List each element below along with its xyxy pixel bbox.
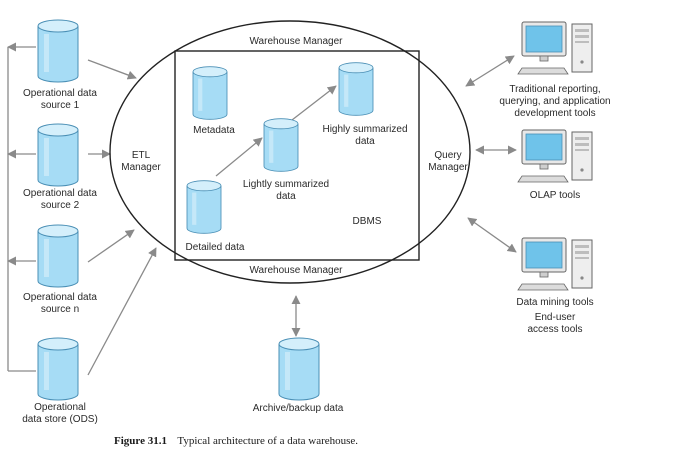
detailed-data-cylinder: [186, 180, 222, 234]
source-n-cylinder: [37, 224, 79, 288]
tool-3-label: Data mining tools: [516, 297, 593, 308]
highly-summarized-cylinder: [338, 62, 374, 116]
query-manager-label-line-1: Query: [434, 150, 461, 161]
lightly-summarized-cylinder: [263, 118, 299, 172]
ods-label-line-2: data store (ODS): [22, 414, 98, 425]
warehouse-boundary: [109, 20, 471, 284]
metadata-cylinder: [192, 66, 228, 120]
computer-icon: [517, 21, 593, 75]
figure-caption-text: Typical architecture of a data warehouse…: [177, 435, 358, 447]
figure-caption: Figure 31.1 Typical architecture of a da…: [114, 431, 358, 448]
source-2-cylinder: [37, 123, 79, 187]
etl-manager-label-line-2: Manager: [121, 162, 161, 173]
dbms-label: DBMS: [353, 216, 382, 227]
ods-cylinder: [37, 337, 79, 401]
source-n-label-line-2: source n: [41, 304, 79, 315]
tool-2-label: OLAP tools: [530, 190, 580, 201]
source-1-label-line-1: Operational data: [23, 88, 97, 99]
end-user-label-line-2: access tools: [527, 324, 582, 335]
end-user-label-line-1: End-user: [535, 312, 576, 323]
lightly-summarized-label-line-1: Lightly summarized: [243, 179, 329, 190]
archive-label: Archive/backup data: [253, 403, 344, 414]
tool-1-label-line-1: Traditional reporting,: [509, 84, 600, 95]
etl-manager-label-line-1: ETL: [132, 150, 151, 161]
ods-label-line-1: Operational: [34, 402, 86, 413]
tool-1-label-line-2: querying, and application: [499, 96, 610, 107]
metadata-label: Metadata: [193, 125, 235, 136]
warehouse-manager-bottom-label: Warehouse Manager: [249, 265, 343, 276]
computer-icon: [517, 129, 593, 183]
feedback-lines: [7, 42, 36, 372]
summarization-arrows: [215, 85, 337, 177]
source-2-label-line-1: Operational data: [23, 188, 97, 199]
source-n-label-line-1: Operational data: [23, 292, 97, 303]
labels: Operational data source 1 Operational da…: [22, 36, 610, 425]
highly-summarized-label-line-2: data: [355, 136, 375, 147]
query-arrows: [465, 55, 517, 253]
warehouse-manager-top-label: Warehouse Manager: [249, 36, 343, 47]
lightly-summarized-label-line-2: data: [276, 191, 296, 202]
highly-summarized-label-line-1: Highly summarized: [322, 124, 407, 135]
figure-number: Figure 31.1: [114, 435, 167, 447]
tool-1-label-line-3: development tools: [514, 108, 595, 119]
detailed-data-label: Detailed data: [186, 242, 245, 253]
dbms-box: [174, 50, 420, 261]
archive-cylinder: [278, 337, 320, 401]
source-1-label-line-2: source 1: [41, 100, 80, 111]
computer-icon: [517, 237, 593, 291]
source-1-cylinder: [37, 19, 79, 83]
etl-arrows: [87, 59, 157, 376]
source-2-label-line-2: source 2: [41, 200, 80, 211]
query-manager-label-line-2: Manager: [428, 162, 468, 173]
